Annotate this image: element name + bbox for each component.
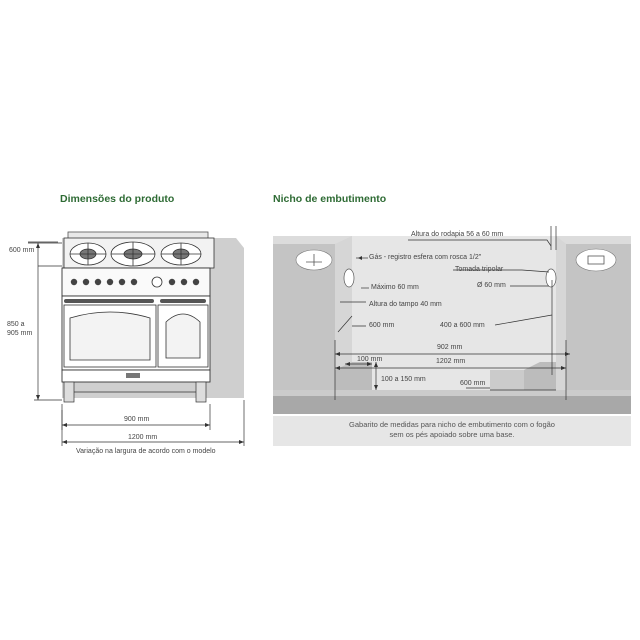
left-counter-top — [273, 236, 352, 244]
handle-bar-right — [160, 299, 206, 303]
label-diametro: Ø 60 mm — [477, 282, 506, 289]
handle-bar-left — [64, 299, 154, 303]
left-base-block — [335, 362, 372, 390]
label-tomada: Tomada tripolar — [455, 266, 504, 273]
right-counter-top — [556, 236, 631, 244]
product-dimensions-title: Dimensões do produto — [60, 193, 175, 205]
burner-2 — [110, 241, 156, 267]
caption-box — [273, 416, 631, 446]
product-dimension-lines — [28, 241, 245, 446]
height-label-line2: 905 mm — [7, 330, 33, 337]
burner-3 — [160, 242, 202, 266]
width-label: 900 mm — [124, 416, 150, 423]
right-inner-side — [556, 236, 566, 390]
label-902: 902 mm — [437, 344, 463, 351]
burner-1 — [69, 242, 107, 266]
niche-title: Nicho de embutimento — [273, 193, 387, 205]
label-600-a: 600 mm — [369, 322, 395, 329]
label-rodapia: Altura do rodapia 56 a 60 mm — [411, 231, 504, 238]
label-maximo: Máximo 60 mm — [371, 284, 419, 291]
product-arrows — [36, 243, 244, 444]
label-100-150: 100 a 150 mm — [381, 376, 426, 383]
right-base-block — [524, 362, 556, 390]
label-400-600: 400 a 600 mm — [440, 322, 485, 329]
knobs — [70, 278, 200, 286]
product-caption: Variação na largura de acordo com o mode… — [76, 448, 216, 455]
niche-opening — [352, 236, 556, 390]
clock-dial — [151, 276, 163, 288]
right-oven-window — [165, 313, 201, 359]
niche-caption-line2: sem os pés apoiado sobre uma base. — [389, 430, 515, 439]
height-label-line1: 850 a — [7, 321, 25, 328]
total-width-label: 1200 mm — [128, 434, 158, 441]
niche-arrows — [335, 256, 570, 390]
floor — [273, 396, 631, 414]
gas-valve-icon — [343, 268, 355, 288]
label-gas: Gás - registro esfera com rosca 1/2" — [369, 254, 482, 261]
label-100: 100 mm — [357, 356, 383, 363]
label-tampo: Altura do tampo 40 mm — [369, 301, 442, 308]
burners — [63, 237, 215, 269]
label-600-b: 600 mm — [460, 380, 486, 387]
brand-badge — [126, 373, 140, 378]
label-1202: 1202 mm — [436, 358, 466, 365]
left-oven-window — [69, 311, 151, 361]
power-outlet-icon — [545, 268, 557, 288]
right-cooktop-icon — [575, 248, 617, 272]
depth-label: 600 mm — [9, 247, 35, 254]
niche-caption-line1: Gabarito de medidas para nicho de embuti… — [349, 420, 555, 429]
